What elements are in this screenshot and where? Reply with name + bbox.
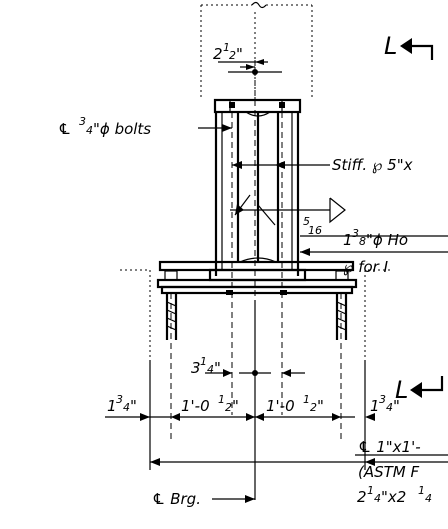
svg-text:"ϕ Ho: "ϕ Ho	[366, 231, 408, 249]
svg-text:3: 3	[191, 359, 201, 377]
astm-label: (ASTM F	[358, 463, 420, 481]
svg-text:3: 3	[379, 393, 386, 406]
dim-left-half: 1'-0 1 2 "	[181, 393, 239, 415]
plate-cl-label: ℄ 1"x1'-	[358, 438, 421, 456]
pier-outline	[120, 269, 390, 360]
svg-text:": "	[393, 397, 400, 415]
bolts-label: ℄ 3 4 "ϕ bolts	[58, 115, 151, 138]
svg-text:4: 4	[374, 492, 381, 505]
dim-right-half: 1'-0 1 2 "	[266, 393, 324, 415]
svg-text:": "	[317, 397, 324, 415]
svg-text:1: 1	[370, 397, 380, 415]
svg-text:"ϕ bolts: "ϕ bolts	[93, 120, 151, 138]
svg-text:"x2: "x2	[381, 488, 406, 506]
angle-label: 2 1 4 "x2 1 4	[357, 484, 432, 506]
dim-left-edge: 1 3 4 "	[107, 393, 137, 415]
svg-text:1: 1	[223, 41, 230, 54]
svg-text:1'-0: 1'-0	[266, 397, 295, 415]
svg-text:4: 4	[123, 401, 130, 414]
plate-label: ℘ for I	[343, 258, 389, 276]
svg-text:": "	[214, 359, 221, 377]
svg-text:1: 1	[200, 355, 207, 368]
bolt-spacing-label: 3 1 4 "	[191, 355, 221, 377]
svg-text:2: 2	[213, 45, 223, 63]
svg-text:1: 1	[107, 397, 117, 415]
svg-text:": "	[236, 45, 243, 63]
weld-size-label: 5 16	[303, 215, 322, 237]
bearing-cl-label: ℄ Brg.	[152, 490, 201, 508]
svg-text:℄: ℄	[58, 120, 71, 138]
section-letter-top: L	[384, 32, 397, 60]
svg-text:4: 4	[386, 401, 393, 414]
svg-text:4: 4	[86, 124, 93, 137]
section-letter-bottom: L	[395, 376, 408, 404]
upper-member-outline	[200, 1, 313, 100]
svg-text:1: 1	[367, 484, 374, 497]
svg-text:3: 3	[116, 393, 123, 406]
dim-right-edge: 1 3 4 "	[370, 393, 400, 415]
svg-text:": "	[130, 397, 137, 415]
top-cap-plate	[213, 98, 302, 114]
svg-text:3: 3	[352, 227, 359, 240]
svg-text:2: 2	[357, 488, 367, 506]
center-lines	[149, 60, 366, 500]
stiffener-plates	[214, 112, 300, 276]
hole-label: 1 3 8 "ϕ Ho	[343, 227, 408, 249]
svg-text:16: 16	[308, 224, 322, 237]
svg-text:2: 2	[310, 401, 317, 414]
section-marker-top: L	[384, 32, 434, 60]
svg-text:2: 2	[229, 49, 236, 62]
svg-text:2: 2	[225, 401, 232, 414]
gage-label: 2 1 2 "	[213, 41, 243, 63]
svg-text:4: 4	[207, 363, 214, 376]
svg-text:4: 4	[425, 492, 432, 505]
svg-text:1: 1	[218, 393, 225, 406]
leaders	[105, 59, 448, 503]
svg-text:3: 3	[79, 115, 86, 128]
svg-text:1'-0: 1'-0	[181, 397, 210, 415]
svg-text:1: 1	[418, 484, 425, 497]
svg-text:8: 8	[359, 235, 366, 248]
stiffener-label: Stiff. ℘ 5"x	[332, 156, 413, 174]
svg-text:1: 1	[303, 393, 310, 406]
svg-text:5: 5	[303, 215, 310, 228]
svg-text:1: 1	[343, 231, 353, 249]
section-marker-bottom: L	[395, 376, 444, 404]
bottom-plates	[156, 260, 358, 295]
anchor-bolt-right	[335, 270, 349, 340]
beam-section	[236, 111, 280, 263]
svg-text:": "	[232, 397, 239, 415]
